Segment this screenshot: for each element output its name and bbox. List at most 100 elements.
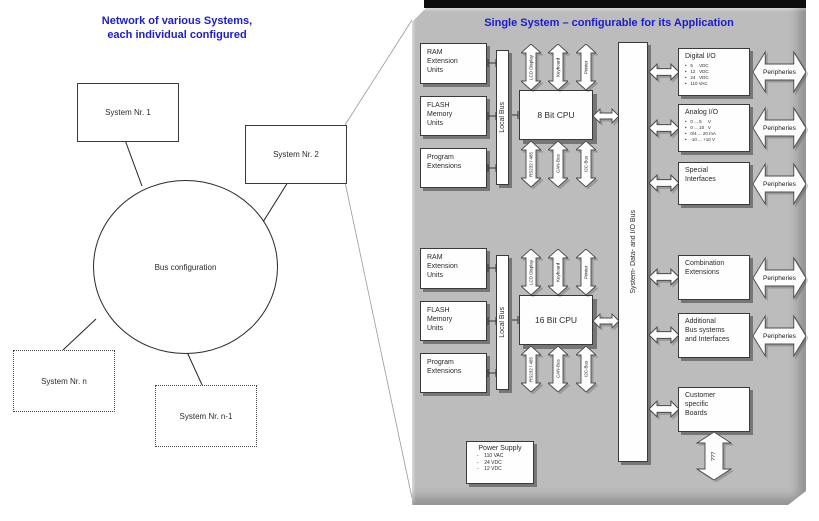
arrow-rs232-2: RS232 / 485	[521, 346, 541, 392]
peripheries-label: Peripheries	[763, 124, 796, 132]
peripheries-arrow-combination: Peripheries	[753, 255, 806, 301]
horizontal-double-arrow-icon	[593, 108, 619, 124]
horizontal-double-arrow-icon	[649, 326, 679, 344]
arrow-printer-1: Printer	[576, 44, 596, 90]
io-box-customer: Customer specific Boards	[678, 387, 750, 432]
io-box-title: Digital I/O	[685, 53, 716, 60]
bus-to-additional-arrow	[649, 326, 679, 344]
arrow-label: Printer	[583, 265, 589, 279]
cpu-16bit-box: 16 Bit CPU	[519, 295, 593, 345]
system-n-label: System Nr. n	[41, 376, 87, 386]
unknown-label: ???	[711, 451, 717, 461]
arrow-label: Keyboard	[555, 57, 561, 77]
io-box-title: Analog I/O	[685, 109, 719, 116]
io-box-title: Additional Bus systems and Interfaces	[685, 318, 730, 343]
horizontal-double-arrow-icon	[649, 174, 679, 192]
vertical-double-arrow-icon	[521, 249, 541, 295]
vertical-double-arrow-icon	[548, 346, 568, 392]
power-supply-items: - 110 VAC - 24 VDC - 12 VDC	[477, 453, 504, 472]
arrow-lcd-display-2: LCD Display	[521, 249, 541, 295]
system-1-box: System Nr. 1	[77, 83, 179, 142]
vertical-double-arrow-icon	[548, 141, 568, 187]
bus-tick-icon	[509, 316, 519, 324]
cpu-8bit-box: 8 Bit CPU	[519, 90, 593, 140]
bus-to-customer-arrow	[649, 400, 679, 418]
local-bus-bar-1: Local Bus	[496, 50, 509, 185]
arrow-can-bus-1: CAN-Bus	[548, 141, 568, 187]
horizontal-double-arrow-icon	[649, 63, 679, 81]
peripheries-arrow-digital: Peripheries	[753, 49, 806, 95]
system-n-box: System Nr. n	[13, 350, 115, 412]
wide-double-arrow-icon	[753, 50, 806, 94]
io-box-additional: Additional Bus systems and Interfaces	[678, 313, 750, 358]
bus-configuration-label: Bus configuration	[154, 262, 217, 272]
local-bus-label-2: Local Bus	[499, 307, 506, 338]
arrow-label: LCD Display	[528, 54, 534, 80]
system-bus-bar: System- Data- and I/O Bus	[618, 42, 648, 462]
vertical-double-arrow-icon	[576, 44, 596, 90]
peripheries-arrow-analog: Peripheries	[753, 105, 806, 151]
vertical-double-arrow-icon	[521, 346, 541, 392]
wide-double-arrow-icon	[753, 106, 806, 150]
bus-to-digital-arrow	[649, 63, 679, 81]
bus-tick-icon	[509, 111, 519, 119]
panel-top-bar	[424, 0, 806, 8]
vertical-double-arrow-icon	[521, 44, 541, 90]
flash-box-2: FLASH Memory Units	[420, 301, 487, 341]
horizontal-double-arrow-icon	[649, 268, 679, 286]
bus-to-analog-arrow	[649, 119, 679, 137]
arrow-label: LCD Display	[528, 259, 534, 285]
arrow-label: Keyboard	[555, 262, 561, 282]
program-box-2: Program Extensions	[420, 353, 487, 393]
arrow-rs232-1: RS232 / 485	[521, 141, 541, 187]
horizontal-double-arrow-icon	[593, 313, 619, 329]
io-box-digital: Digital I/O • 5 VDC • 12 VDC • 24 VDC • …	[678, 48, 750, 96]
flash-box-1: FLASH Memory Units	[420, 96, 487, 136]
peripheries-arrow-additional: Peripheries	[753, 313, 806, 359]
horizontal-double-arrow-icon	[649, 119, 679, 137]
arrow-label: Printer	[583, 60, 589, 74]
unknown-connection-arrow: ???	[696, 432, 732, 480]
arrow-can-bus-2: CAN-Bus	[548, 346, 568, 392]
arrow-label: RS232 / 485	[528, 151, 534, 177]
bus-to-combination-arrow	[649, 268, 679, 286]
arrow-i2c-bus-1: I2C-Bus	[576, 141, 596, 187]
cpu2-to-system-bus-arrow	[593, 313, 619, 329]
io-box-title: Combination Extensions	[685, 260, 725, 276]
panel-title: Single System – configurable for its App…	[484, 17, 734, 29]
ram-box-2: RAM Extension Units	[420, 248, 487, 289]
peripheries-label: Peripheries	[763, 180, 796, 188]
arrow-printer-2: Printer	[576, 249, 596, 295]
peripheries-arrow-special: Peripheries	[753, 161, 806, 207]
peripheries-label: Peripheries	[763, 332, 796, 340]
system-2-box: System Nr. 2	[245, 125, 347, 184]
peripheries-label: Peripheries	[763, 274, 796, 282]
wide-double-arrow-icon	[753, 314, 806, 358]
io-box-analog: Analog I/O • 0 ... 5 V • 0 ... 10 V • 0/…	[678, 104, 750, 152]
io-box-title: Customer specific Boards	[685, 392, 716, 417]
power-supply-title: Power Supply	[478, 445, 522, 452]
wide-double-arrow-icon	[753, 256, 806, 300]
local-bus-label-1: Local Bus	[499, 102, 506, 133]
system-n-1-box: System Nr. n-1	[155, 385, 257, 447]
system-n-1-label: System Nr. n-1	[179, 411, 233, 421]
vertical-double-arrow-icon	[696, 432, 732, 480]
peripheries-label: Peripheries	[763, 68, 796, 76]
vertical-double-arrow-icon	[576, 249, 596, 295]
io-box-combination: Combination Extensions	[678, 255, 750, 300]
program-box-1: Program Extensions	[420, 148, 487, 188]
arrow-i2c-bus-2: I2C-Bus	[576, 346, 596, 392]
system-bus-label: System- Data- and I/O Bus	[629, 210, 637, 294]
vertical-double-arrow-icon	[576, 346, 596, 392]
horizontal-double-arrow-icon	[649, 400, 679, 418]
io-box-items: • 0 ... 5 V • 0 ... 10 V • 0/4 ... 20 mA…	[685, 118, 716, 142]
vertical-double-arrow-icon	[521, 141, 541, 187]
arrow-keyboard-2: Keyboard	[548, 249, 568, 295]
cpu1-to-system-bus-arrow	[593, 108, 619, 124]
io-box-items: • 5 VDC • 12 VDC • 24 VDC • 110 VAC	[685, 62, 709, 86]
vertical-double-arrow-icon	[548, 249, 568, 295]
bus-configuration-ellipse: Bus configuration	[93, 180, 278, 354]
arrow-label: CAN-Bus	[555, 359, 561, 379]
system-2-label: System Nr. 2	[273, 150, 319, 159]
